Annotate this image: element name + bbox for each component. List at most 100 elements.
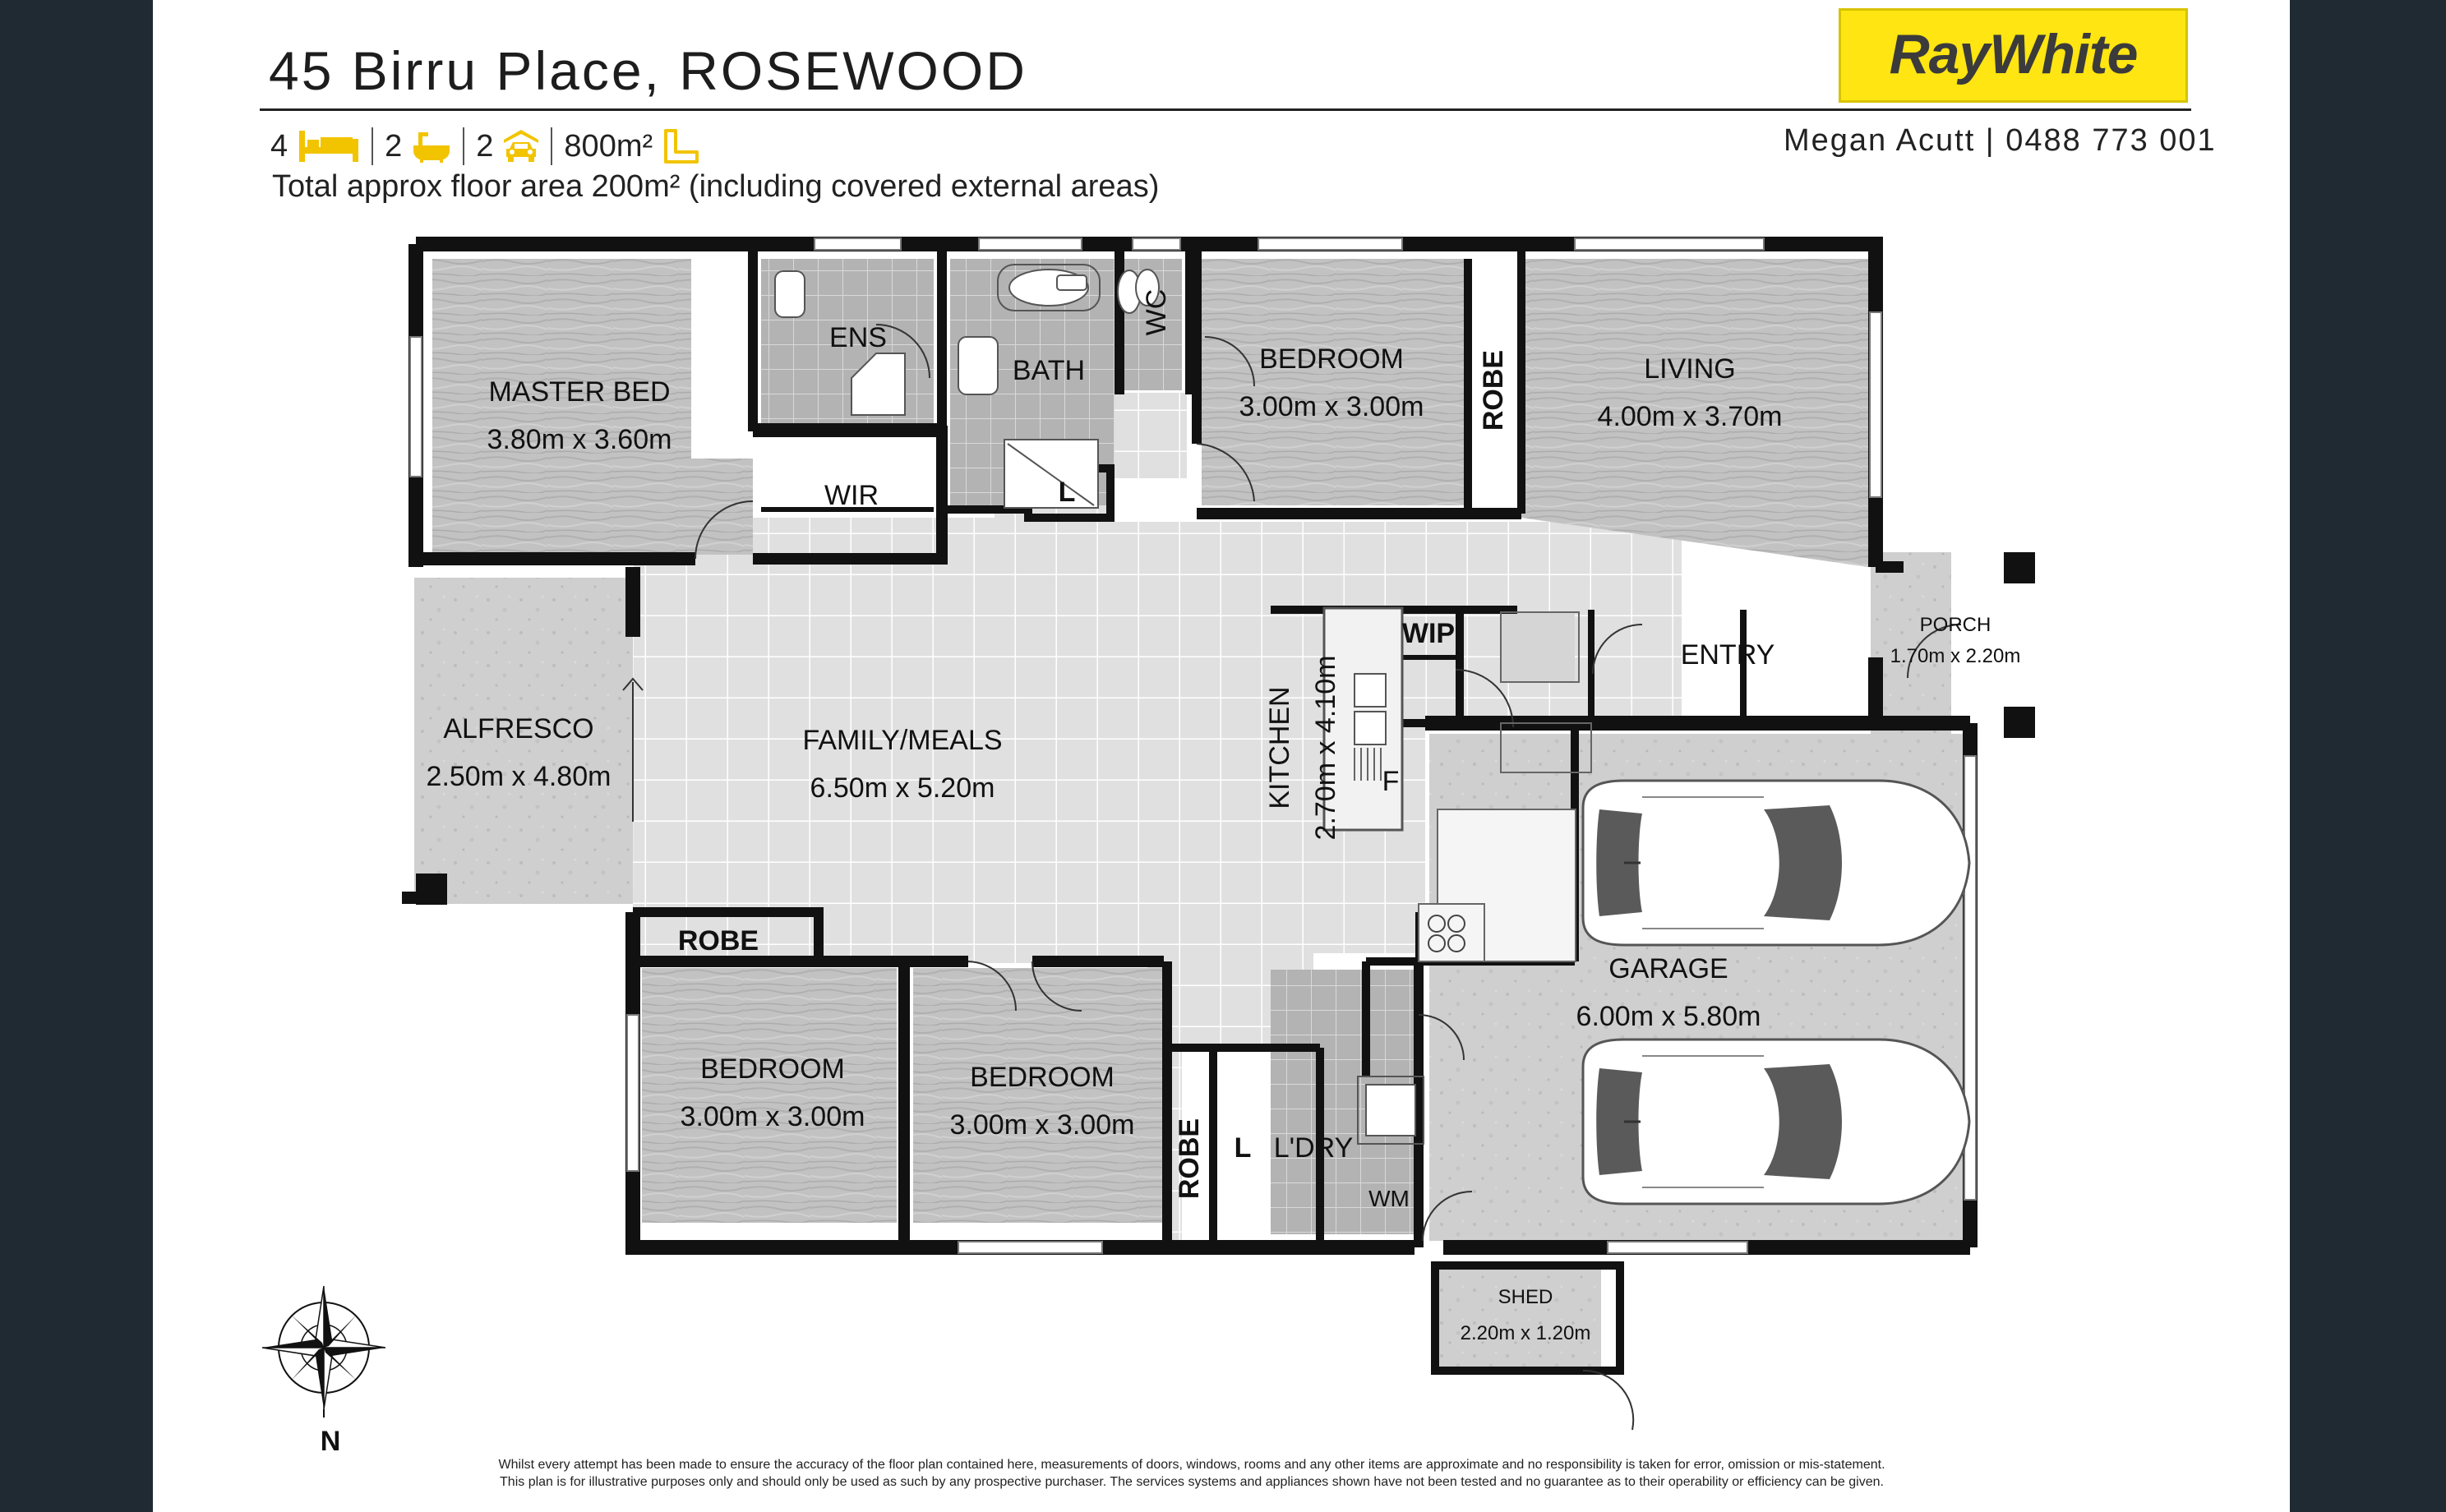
door-swing — [1196, 443, 1255, 502]
brand-logo-text: RayWhite — [1889, 23, 2139, 85]
entry-features — [1500, 611, 1592, 773]
living-size: 4.00m x 3.70m — [1598, 401, 1783, 432]
bath-label: BATH — [1013, 355, 1085, 386]
robe-2-label: ROBE — [1478, 350, 1509, 431]
door-slide — [622, 677, 644, 822]
disclaimer: Whilst every attempt has been made to en… — [468, 1456, 1915, 1491]
land-area: 800m² — [564, 127, 700, 165]
robe-2-wall — [1464, 244, 1525, 514]
wip-label: WIP — [1402, 618, 1455, 649]
porch-label: PORCH — [1920, 614, 1991, 636]
bedroom-2-label: BEDROOM — [1259, 343, 1404, 375]
fridge-label: F — [1382, 766, 1400, 797]
car-icon — [1581, 1038, 1971, 1205]
ensuite-label: ENS — [829, 322, 887, 353]
car-icon — [504, 130, 539, 162]
porch-floor — [1871, 552, 1951, 740]
bedroom-4-label: BEDROOM — [970, 1062, 1115, 1093]
window — [1869, 311, 1882, 498]
stat-divider — [463, 127, 465, 165]
door-swing — [1204, 336, 1255, 387]
bedroom-3-label: BEDROOM — [700, 1053, 845, 1085]
bedroom-3-floor — [642, 968, 897, 1223]
family-meals-size: 6.50m x 5.20m — [810, 772, 995, 804]
agent-contact: Megan Acutt | 0488 773 001 — [1784, 123, 2217, 158]
window — [1607, 1241, 1748, 1254]
linen-1-label: L — [1059, 477, 1076, 508]
window — [1574, 237, 1765, 251]
window — [958, 1241, 1103, 1254]
porch-size: 1.70m x 2.20m — [1890, 645, 2021, 667]
garage-label: GARAGE — [1608, 953, 1728, 984]
window — [409, 336, 422, 477]
porch-post-south — [2004, 707, 2035, 738]
floor-plan-sheet: 45 Birru Place, ROSEWOOD RayWhite 4 2 2 — [153, 0, 2290, 1512]
land-icon — [664, 129, 699, 164]
door-swing — [1031, 961, 1082, 1012]
property-title: 45 Birru Place, ROSEWOOD — [269, 40, 1027, 101]
land-area-value: 800m² — [564, 128, 653, 164]
alfresco-label: ALFRESCO — [443, 713, 593, 744]
door-swing — [875, 324, 930, 379]
car-count-value: 2 — [476, 128, 494, 164]
master-bed-size: 3.80m x 3.60m — [487, 424, 672, 455]
bathroom-count-value: 2 — [385, 128, 403, 164]
bedroom-3-size: 3.00m x 3.00m — [681, 1101, 865, 1132]
door-swing — [1907, 624, 1962, 679]
bedroom-2-floor — [1202, 259, 1464, 505]
bath-icon — [413, 132, 450, 163]
shed-size: 2.20m x 1.20m — [1461, 1322, 1591, 1344]
title-divider — [260, 108, 2191, 111]
window — [978, 237, 1082, 251]
porch-post-north — [2004, 552, 2035, 583]
shed-floor — [1438, 1269, 1601, 1367]
porch-wall — [1876, 561, 1920, 729]
laundry-label: L'DRY — [1274, 1132, 1354, 1164]
stat-divider — [551, 127, 553, 165]
door-swing — [1418, 1014, 1465, 1061]
window — [1258, 237, 1403, 251]
disclaimer-line-1: Whilst every attempt has been made to en… — [498, 1458, 1885, 1472]
robe-3-wall — [633, 907, 824, 961]
floor-plan: N MASTER BED 3.80m x 3.60m ENS BATH WC B… — [261, 237, 2035, 1457]
window — [1132, 237, 1181, 251]
compass-north-label: N — [321, 1426, 341, 1457]
entry-label: ENTRY — [1681, 639, 1775, 671]
robe-3-label: ROBE — [678, 925, 759, 957]
car-icon — [1581, 779, 1971, 947]
entry-wall — [1588, 610, 1747, 723]
door-swing — [1455, 669, 1514, 728]
window — [814, 237, 902, 251]
entry-closet-floor — [1501, 612, 1575, 682]
bedroom-4-size: 3.00m x 3.00m — [950, 1109, 1135, 1141]
door-swing — [1422, 1191, 1473, 1242]
bathroom-fixtures — [774, 264, 1424, 1145]
bedroom-count-value: 4 — [270, 128, 288, 164]
master-bed-label: MASTER BED — [488, 376, 670, 408]
kitchen-label: KITCHEN — [1264, 686, 1295, 809]
master-bed-floor — [432, 259, 691, 555]
bathroom-count: 2 — [385, 129, 451, 164]
wir-label: WIR — [824, 480, 879, 511]
shed-wall — [1431, 1261, 1624, 1375]
property-stats: 4 2 2 800m² — [270, 123, 700, 169]
window — [626, 1014, 639, 1172]
car-count: 2 — [476, 129, 539, 164]
alfresco-post — [416, 874, 447, 905]
garage-size: 6.00m x 5.80m — [1576, 1001, 1761, 1032]
door-swing — [695, 500, 754, 560]
shed-label: SHED — [1498, 1286, 1553, 1308]
kitchen-fixtures — [1322, 606, 1576, 962]
washing-machine-label: WM — [1368, 1186, 1410, 1211]
disclaimer-line-2: This plan is for illustrative purposes o… — [500, 1475, 1884, 1489]
alfresco-floor — [414, 578, 633, 904]
wc-label: WC — [1141, 289, 1172, 336]
door-swing — [967, 961, 1017, 1012]
linen-2-label: L — [1235, 1132, 1252, 1164]
alfresco-size: 2.50m x 4.80m — [427, 761, 612, 792]
bedroom-2-size: 3.00m x 3.00m — [1239, 391, 1424, 422]
floor-area-note: Total approx floor area 200m² (including… — [272, 169, 1160, 204]
robe-4-wall — [1167, 1044, 1324, 1247]
compass-icon — [261, 1285, 386, 1418]
bedroom-count: 4 — [270, 129, 360, 164]
